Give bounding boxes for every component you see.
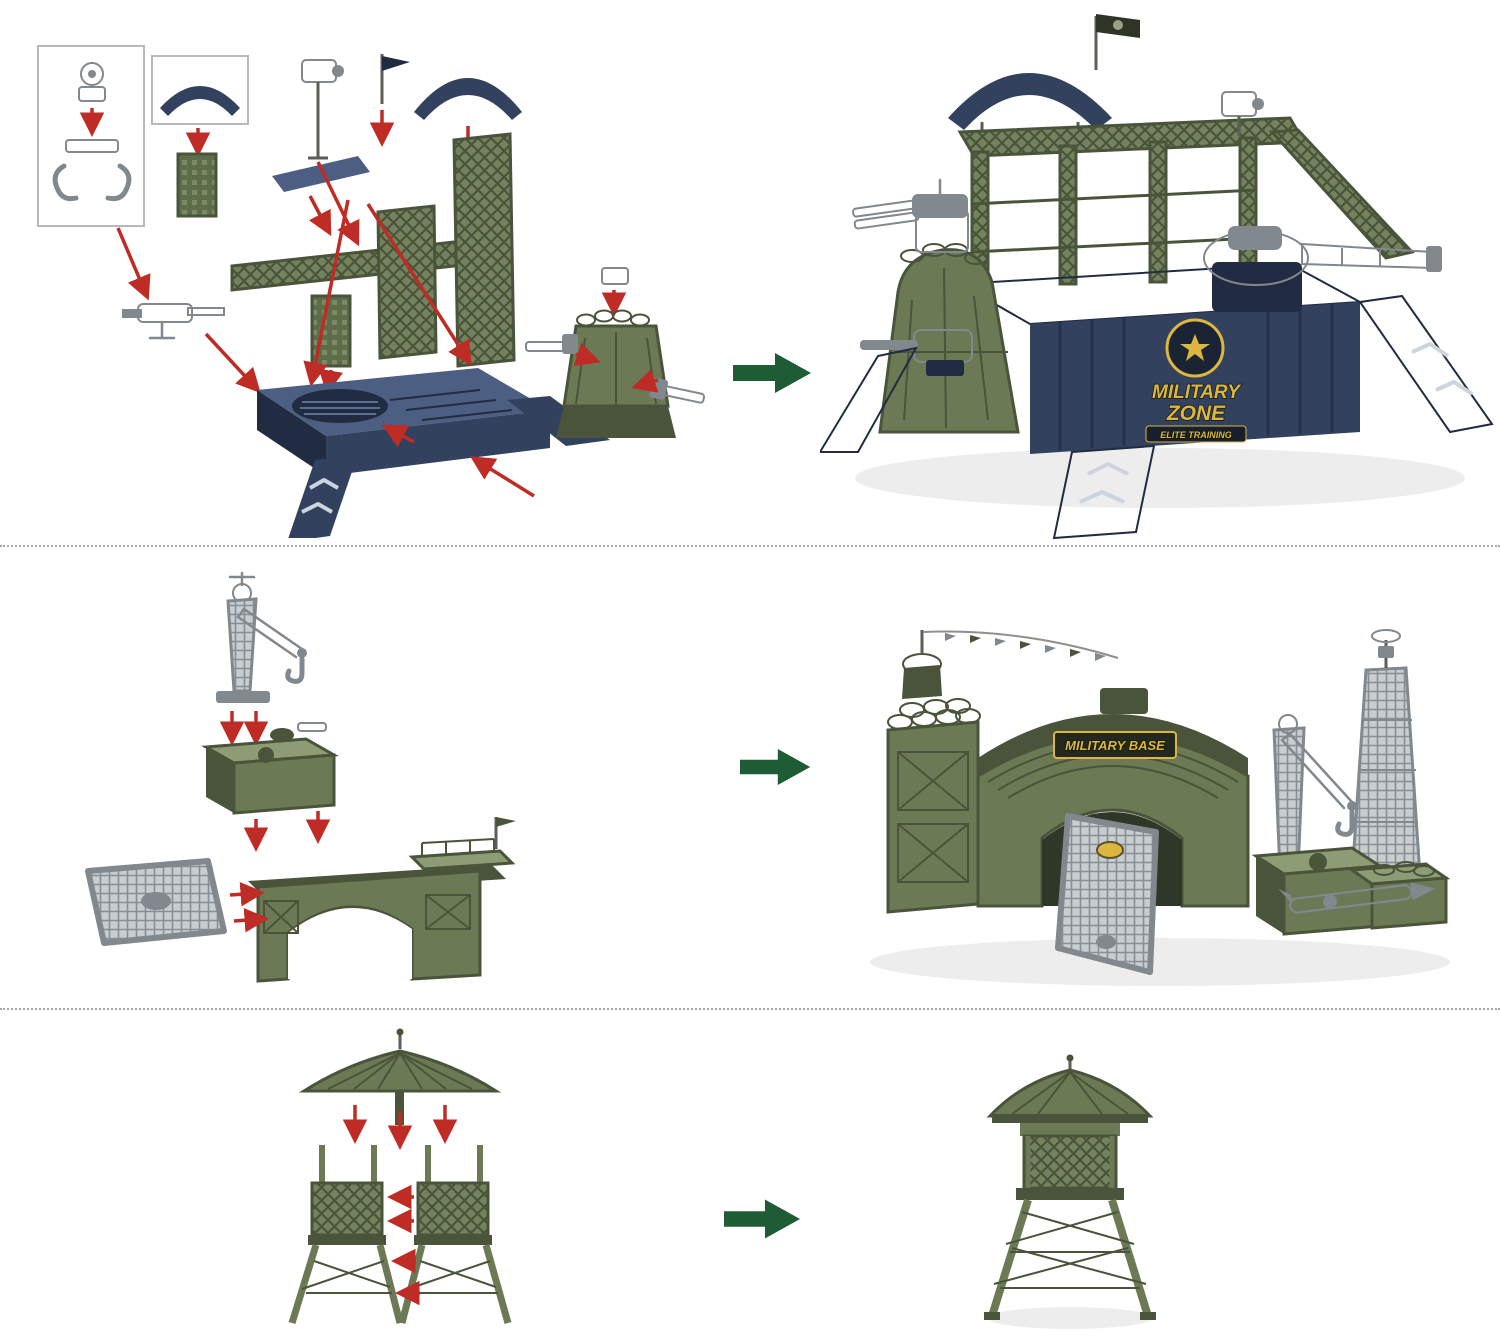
dotted-separator-2 (0, 1008, 1500, 1010)
flag-part-icon (380, 54, 410, 104)
flag-icon (1094, 14, 1140, 70)
turret-pod-part (525, 267, 706, 438)
turret-cap-part (601, 267, 629, 285)
pennant-string (922, 630, 1119, 661)
ramp-part-left (288, 454, 358, 538)
gun-bracket-part-icon (52, 139, 132, 202)
base-platform-part (257, 368, 610, 538)
machine-gun-part-icon (122, 303, 225, 340)
exploded-view-military-base (85, 571, 516, 983)
pod-gun-left-icon (525, 334, 578, 354)
ramp-right (1358, 294, 1494, 434)
roof-canopy-part (414, 78, 522, 120)
searchlight-icon (1221, 91, 1264, 136)
dotted-separator-1 (0, 545, 1500, 547)
sign-banner: ELITE TRAINING (1160, 430, 1232, 440)
ramp-left (820, 346, 918, 453)
assembled-military-zone-playset: MILITARY ZONE ELITE TRAINING (820, 14, 1494, 540)
gate-left-tower (886, 630, 1119, 914)
watch-tower (984, 1054, 1156, 1320)
ground-ramps (820, 294, 1494, 540)
roof-slab-part (272, 156, 370, 192)
step-arrow-icon (733, 353, 811, 393)
tower-half-left (288, 1145, 404, 1325)
roof-vent (1100, 688, 1148, 714)
exploded-view-military-zone (37, 45, 706, 538)
heavy-cannon-turret (1203, 226, 1442, 312)
military-base-sign: MILITARY BASE (1053, 731, 1177, 759)
tower-roof-part (298, 1028, 502, 1125)
crane-part (216, 571, 307, 703)
arch-hangar: MILITARY BASE (976, 688, 1250, 975)
scaffold-structure (957, 91, 1415, 288)
sign-line1: MILITARY (1152, 382, 1242, 403)
peg-plate-part (176, 152, 218, 218)
mesh-gate-part (85, 858, 227, 946)
radio-tower (1350, 629, 1422, 880)
parts-inset-box-b (151, 55, 249, 218)
base-container: MILITARY ZONE ELITE TRAINING (956, 262, 1364, 454)
rock-turret-mound (852, 178, 1020, 434)
lower-gun-turret-icon (860, 329, 973, 376)
sign-line2: ZONE (1166, 402, 1226, 425)
assembled-military-base-gate: MILITARY BASE (870, 629, 1451, 986)
twin-gun-turret-icon (852, 178, 969, 253)
step-arrow-icon (724, 1199, 801, 1239)
sign-line1: MILITARY BASE (1065, 738, 1165, 753)
lookout-dome-icon (902, 630, 942, 699)
tower-half-right (398, 1145, 512, 1324)
canopy-part (160, 86, 240, 116)
supply-crates (1251, 846, 1451, 936)
searchlight-part-icon (301, 59, 344, 160)
mesh-door-open (1055, 813, 1159, 975)
military-zone-sign: MILITARY ZONE ELITE TRAINING (1145, 318, 1247, 443)
winch-part-icon (78, 62, 106, 102)
gate-building-part (248, 817, 516, 983)
exploded-view-watch-tower (288, 1028, 512, 1325)
ramp-center (1052, 444, 1156, 540)
assembled-watch-tower (984, 1054, 1156, 1329)
step-arrow-icon (740, 749, 811, 785)
crate-part (201, 722, 339, 815)
parts-inset-box-a (37, 45, 145, 227)
lattice-truss-parts (230, 132, 516, 368)
